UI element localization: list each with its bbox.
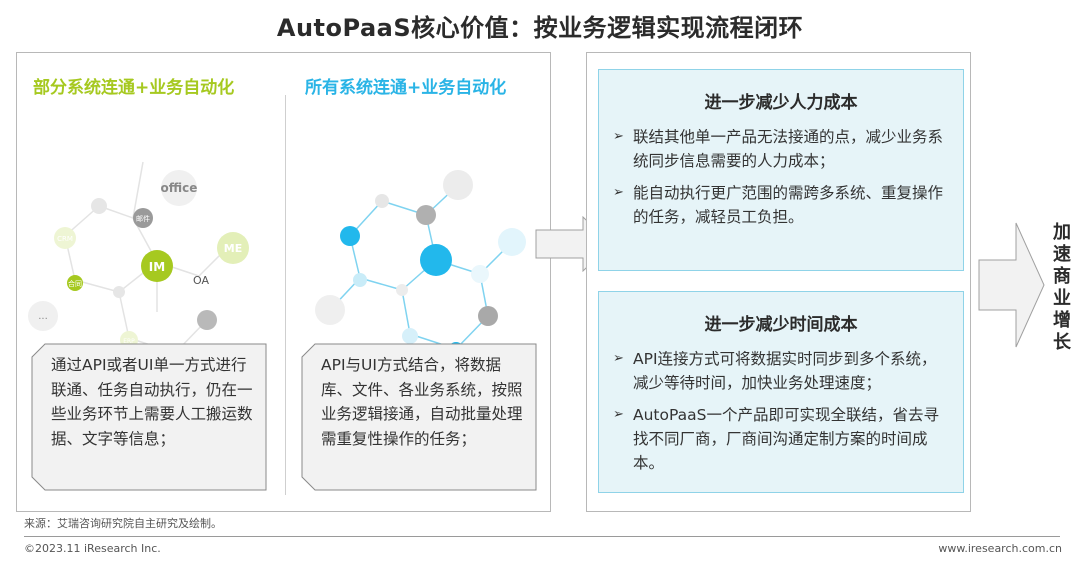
outcome-arrow-icon: [978, 222, 1045, 348]
node-contract-label: 合同: [68, 279, 82, 288]
node-white-right: [471, 265, 489, 283]
benefit-box-labor: 进一步减少人力成本 ➢联结其他单一产品无法接通的点，减少业务系统同步信息需要的人…: [598, 69, 964, 271]
col1-note: 通过API或者UI单一方式进行联通、任务自动执行，仍在一些业务环节上需要人工搬运…: [31, 343, 267, 491]
col1-note-text: 通过API或者UI单一方式进行联通、任务自动执行，仍在一些业务环节上需要人工搬运…: [51, 356, 253, 448]
footer-copyright: ©2023.11 iResearch Inc.: [24, 542, 161, 555]
node-crm: [54, 227, 76, 249]
node-mail: [133, 208, 153, 228]
outcome-label: 加速商业增长: [1053, 222, 1071, 353]
list-item: ➢联结其他单一产品无法接通的点，减少业务系统同步信息需要的人力成本；: [613, 125, 949, 173]
node-link: [396, 284, 408, 296]
column-divider: [285, 95, 286, 495]
right-panel: 进一步减少人力成本 ➢联结其他单一产品无法接通的点，减少业务系统同步信息需要的人…: [586, 52, 971, 512]
node-more: [28, 301, 58, 331]
list-item: ➢AutoPaaS一个产品即可实现全联结，省去寻找不同厂商，厂商间沟通定制方案的…: [613, 403, 949, 475]
node-lightblue-small: [353, 273, 367, 287]
node-blue-big: [420, 244, 452, 276]
full-network-diagram: [315, 170, 526, 358]
box2-title: 进一步减少时间成本: [704, 315, 858, 335]
node-office-label: office: [161, 181, 198, 195]
node-me-label: ME: [224, 242, 242, 255]
footer-divider: [24, 536, 1060, 537]
node-crm-label: CRM: [57, 235, 73, 243]
benefit-box-time: 进一步减少时间成本 ➢API连接方式可将数据实时同步到多个系统，减少等待时间，加…: [598, 291, 964, 493]
node-grey-small: [375, 194, 389, 208]
node-mail-label: 邮件: [136, 214, 150, 223]
node-im-label: IM: [149, 260, 165, 274]
box1-title: 进一步减少人力成本: [704, 93, 858, 113]
node-erp-label: ERP: [123, 338, 135, 345]
node-grey-big-left: [315, 295, 345, 325]
node-oa-label: OA: [193, 274, 209, 287]
page-title: AutoPaaS核心价值：按业务逻辑实现流程闭环: [276, 14, 804, 42]
node-grey-mid: [416, 205, 436, 225]
node-lightblue-right: [498, 228, 526, 256]
node-grey-right: [197, 310, 217, 330]
arrow-bullet-icon: ➢: [613, 185, 624, 200]
source-note: 来源：艾瑞咨询研究院自主研究及绘制。: [24, 517, 222, 530]
node-blue-left: [340, 226, 360, 246]
list-item: ➢能自动执行更广范围的需跨多系统、重复操作的任务，减轻员工负担。: [613, 181, 949, 229]
col2-note: API与UI方式结合，将数据库、文件、各业务系统，按照业务逻辑接通，自动批量处理…: [301, 343, 537, 491]
node-im: [141, 250, 173, 282]
node-contract: [67, 275, 83, 291]
arrow-bullet-icon: ➢: [613, 407, 624, 422]
list-item: ➢API连接方式可将数据实时同步到多个系统，减少等待时间，加快业务处理速度；: [613, 347, 949, 395]
arrow-bullet-icon: ➢: [613, 351, 624, 366]
node-lightblue-bottom: [402, 328, 418, 344]
col1-heading: 部分系统连通+业务自动化: [33, 78, 235, 98]
node-grey-top: [443, 170, 473, 200]
left-panel: 部分系统连通+业务自动化 所有系统连通+业务自动化 office 邮件 CRM …: [16, 52, 551, 512]
col2-heading: 所有系统连通+业务自动化: [305, 78, 507, 98]
node-grey-small: [91, 198, 107, 214]
node-office: [161, 170, 197, 206]
node-more-label: ...: [38, 311, 48, 322]
footer-website: www.iresearch.com.cn: [938, 542, 1062, 555]
col2-note-text: API与UI方式结合，将数据库、文件、各业务系统，按照业务逻辑接通，自动批量处理…: [321, 356, 523, 448]
arrow-bullet-icon: ➢: [613, 129, 624, 144]
node-me: [217, 232, 249, 264]
node-link: [113, 286, 125, 298]
node-grey-right: [478, 306, 498, 326]
partial-network-diagram: office 邮件 CRM ME IM OA 合同 ... ERP: [28, 161, 249, 362]
